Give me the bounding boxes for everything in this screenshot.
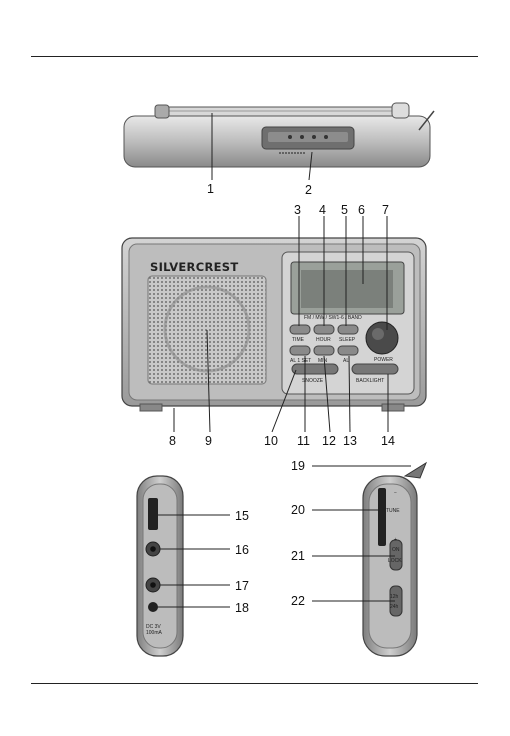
top-view — [124, 103, 434, 180]
alarm2-label: AL — [343, 358, 349, 364]
sleep-label: SLEEP — [339, 337, 356, 343]
callout-10: 10 — [264, 434, 278, 448]
24h-label: 24h — [390, 604, 399, 610]
callout-16: 16 — [235, 543, 249, 557]
callout-1: 1 — [207, 182, 214, 196]
tune-label: TUNE — [386, 508, 400, 514]
callout-5: 5 — [341, 203, 348, 217]
tune-plus-label: + — [394, 537, 397, 543]
band-label: FM / MW / SW1-6 / BAND — [304, 315, 362, 321]
tune-minus-label: − — [394, 490, 397, 496]
brand-logo: SILVERCREST — [150, 260, 239, 274]
callout-2: 2 — [305, 183, 312, 197]
ma-label: 100mA — [146, 630, 163, 636]
callout-19: 19 — [291, 459, 305, 473]
power-label: POWER — [374, 357, 393, 363]
hour-label: HOUR — [316, 337, 331, 343]
callout-13: 13 — [343, 434, 357, 448]
snooze-label: SNOOZE — [302, 378, 324, 384]
callout-15: 15 — [235, 509, 249, 523]
callout-22: 22 — [291, 594, 305, 608]
time-label: TIME — [292, 337, 305, 343]
callout-4: 4 — [319, 203, 326, 217]
callout-8: 8 — [169, 434, 176, 448]
callout-12: 12 — [322, 434, 336, 448]
12h-label: 12h — [390, 594, 399, 600]
on-label: ON — [392, 547, 400, 553]
callout-21: 21 — [291, 549, 305, 563]
min-label: MIN — [318, 358, 328, 364]
callout-18: 18 — [235, 601, 249, 615]
callout-17: 17 — [235, 579, 249, 593]
callout-3: 3 — [294, 203, 301, 217]
callout-14: 14 — [381, 434, 395, 448]
callout-11: 11 — [297, 434, 310, 448]
backlight-label: BACKLIGHT — [356, 378, 384, 384]
lock-label: LOCK — [388, 558, 402, 564]
callout-6: 6 — [358, 203, 365, 217]
callout-9: 9 — [205, 434, 212, 448]
callout-7: 7 — [382, 203, 389, 217]
callout-20: 20 — [291, 503, 305, 517]
alarm1-label: AL 1 SET — [290, 358, 311, 364]
